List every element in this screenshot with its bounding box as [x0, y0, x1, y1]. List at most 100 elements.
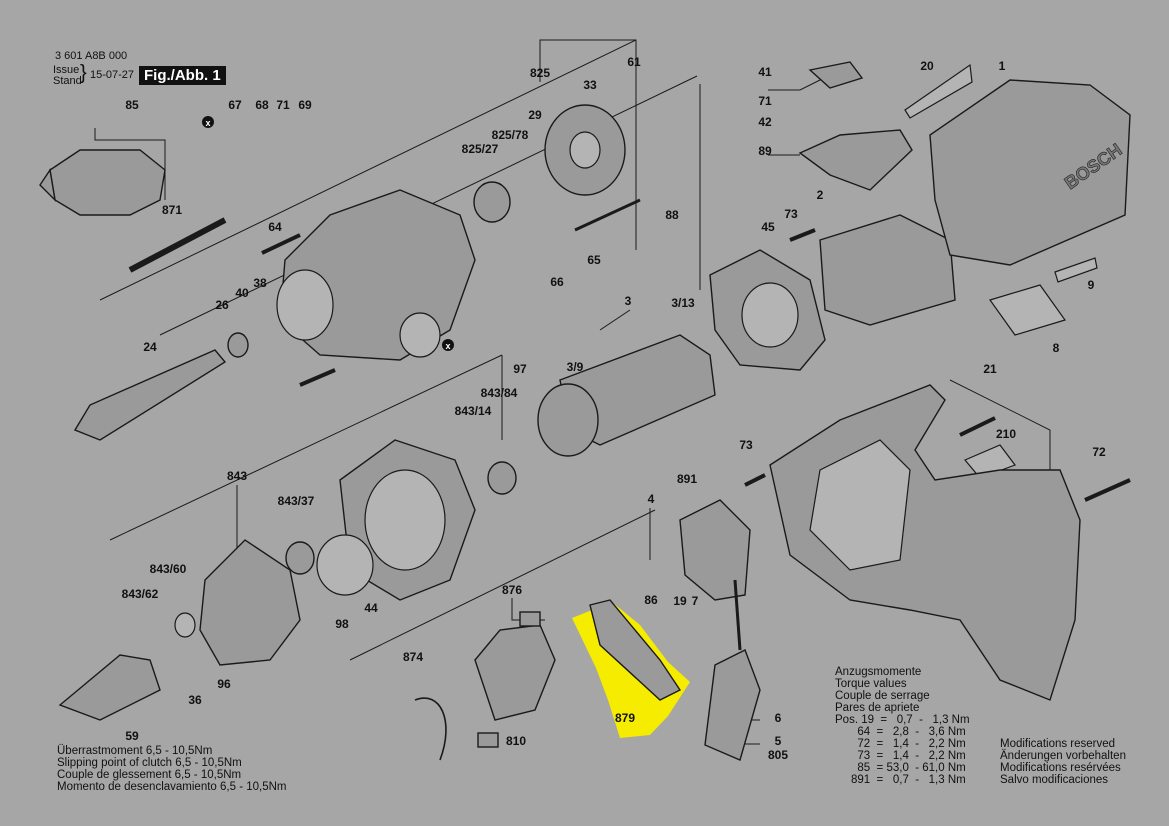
spindle: [73, 332, 249, 441]
part-label: 59: [125, 729, 139, 743]
part-label: 810: [506, 734, 526, 748]
part-label: 85: [125, 98, 139, 112]
part-label: 843/84: [481, 386, 518, 400]
torque-title-es: Pares de apriete: [835, 702, 920, 714]
clutch-note-de: Überrastmoment 6,5 - 10,5Nm: [57, 745, 213, 757]
part-label: 1: [999, 59, 1006, 73]
clutch-note-fr: Couple de glessement 6,5 - 10,5Nm: [57, 769, 242, 781]
part-label: 73: [784, 207, 798, 221]
part-label: 5: [775, 734, 782, 748]
part-labels: 825 33 61 29 825/78 825/27 88 65 66 85 6…: [122, 55, 1106, 762]
part-label: 73: [739, 438, 753, 452]
part-label: 97: [513, 362, 527, 376]
torque-row: Pos. 19 = 0,7 - 1,3 Nm: [835, 714, 970, 726]
part-label: 825: [530, 66, 550, 80]
gear-housing: [276, 189, 476, 361]
part-label: 843: [227, 469, 247, 483]
gear-33: [473, 104, 626, 223]
part-label: 98: [335, 617, 349, 631]
part-label: 44: [364, 601, 378, 615]
clutch-housing: [58, 539, 301, 721]
part-label: 19: [673, 594, 687, 608]
part-label: 3: [625, 294, 632, 308]
switch: [589, 499, 761, 761]
torque-row: 891 = 0,7 - 1,3 Nm: [835, 774, 966, 786]
part-label: 876: [502, 583, 522, 597]
torque-title-de: Anzugsmomente: [835, 666, 922, 678]
part-label: 71: [758, 94, 772, 108]
part-label: 874: [403, 650, 423, 664]
torque-row: 64 = 2,8 - 3,6 Nm: [835, 726, 966, 738]
screws: [261, 198, 1131, 502]
part-label: 843/60: [150, 562, 187, 576]
part-label: 67: [228, 98, 242, 112]
part-label: 38: [253, 276, 267, 290]
armature: [487, 334, 716, 495]
motor-housing: BOSCH: [929, 79, 1131, 266]
part-label: 26: [215, 298, 229, 312]
part-label: 825/27: [462, 142, 499, 156]
part-label: 45: [761, 220, 775, 234]
torque-row: 85 = 53,0 - 61,0 Nm: [835, 762, 966, 774]
part-label: 6: [775, 711, 782, 725]
part-label: 9: [1088, 278, 1095, 292]
part-label: 21: [983, 362, 997, 376]
part-label: 69: [298, 98, 312, 112]
clutch-note-es: Momento de desenclavamiento 6,5 - 10,5Nm: [57, 781, 287, 793]
part-label: 3/9: [567, 360, 584, 374]
modifications-fr: Modifications resérvées: [1000, 762, 1121, 774]
part-label: 843/62: [122, 587, 159, 601]
x-marker: x: [442, 339, 454, 351]
part-label: 4: [648, 492, 655, 506]
field-stator: [819, 214, 956, 326]
part-label: 843/14: [455, 404, 492, 418]
intermediate-flange: [285, 439, 476, 601]
issue-label-de: Stand: [53, 75, 82, 87]
part-label-879: 879: [615, 711, 635, 725]
part-label: 843/37: [278, 494, 315, 508]
part-label: 41: [758, 65, 772, 79]
part-label: 871: [162, 203, 182, 217]
brush-covers: [798, 61, 1098, 479]
part-label: 86: [644, 593, 658, 607]
part-label: 96: [217, 677, 231, 691]
torque-row: 72 = 1,4 - 2,2 Nm: [835, 738, 966, 750]
part-label: 71: [276, 98, 290, 112]
part-label: 89: [758, 144, 772, 158]
electronics-module: [414, 611, 556, 761]
part-label: 61: [627, 55, 641, 69]
part-label: 88: [665, 208, 679, 222]
part-label: 24: [143, 340, 157, 354]
part-label: 66: [550, 275, 564, 289]
issue-date: 15-07-27: [90, 69, 135, 81]
handle-shell: [769, 384, 1081, 701]
part-label: 210: [996, 427, 1016, 441]
part-label: 7: [692, 594, 699, 608]
drill-chuck: [39, 149, 227, 273]
part-label: 20: [920, 59, 934, 73]
issue-label-en: Issue: [53, 64, 80, 76]
part-label: 64: [268, 220, 282, 234]
torque-row: 73 = 1,4 - 2,2 Nm: [835, 750, 966, 762]
part-label: 8: [1053, 341, 1060, 355]
modifications-es: Salvo modificaciones: [1000, 774, 1109, 786]
part-label: 72: [1092, 445, 1106, 459]
part-label: 65: [587, 253, 601, 267]
torque-title-en: Torque values: [835, 678, 907, 690]
part-label: 68: [255, 98, 269, 112]
brace: }: [80, 62, 87, 84]
part-label: 825/78: [492, 128, 529, 142]
svg-text:x: x: [205, 118, 210, 128]
figure-label: Fig./Abb. 1: [139, 66, 226, 85]
part-label: 33: [583, 78, 597, 92]
modifications-de: Änderungen vorbehalten: [1000, 750, 1126, 762]
part-label: 891: [677, 472, 697, 486]
modifications-en: Modifications reserved: [1000, 738, 1116, 750]
svg-text:x: x: [445, 341, 450, 351]
